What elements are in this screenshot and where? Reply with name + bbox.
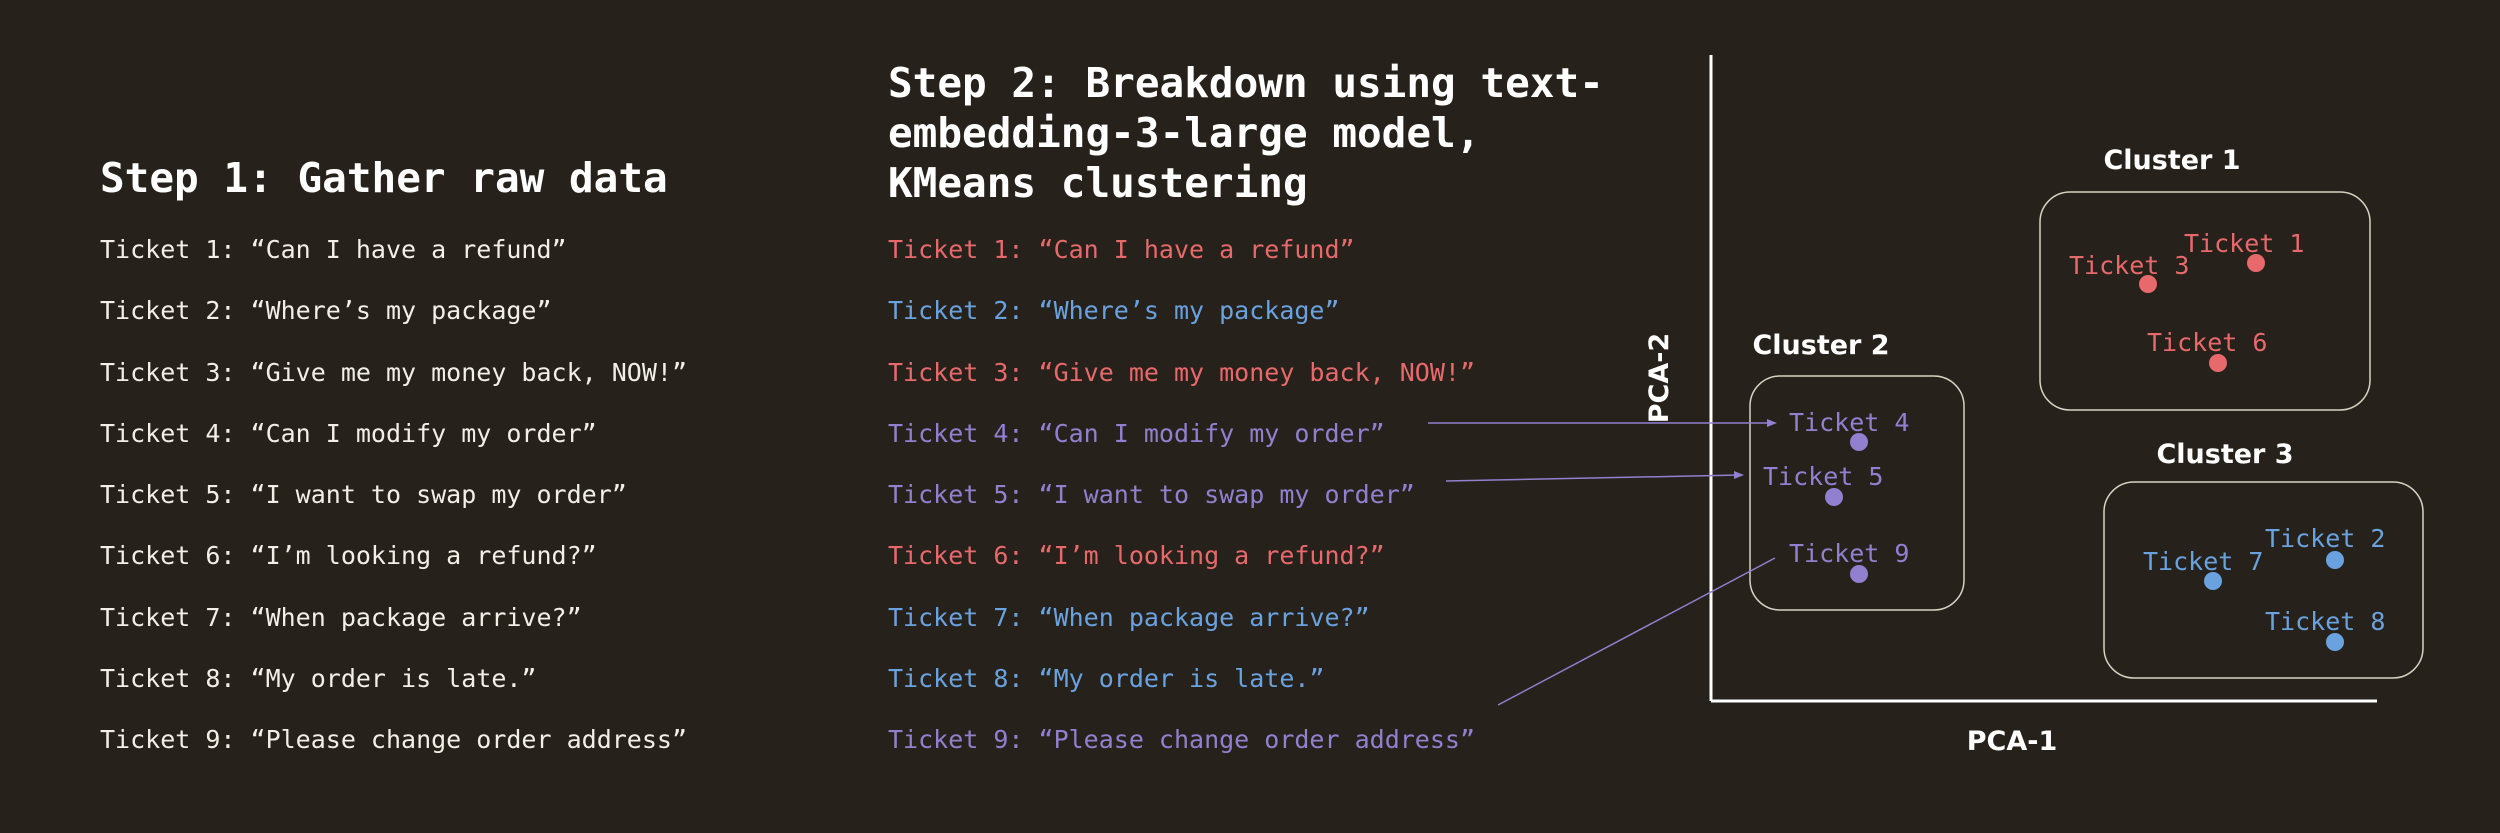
raw-ticket-4: Ticket 4: “Can I modify my order” — [100, 418, 597, 448]
clustered-ticket-2: Ticket 2: “Where’s my package” — [888, 296, 1340, 326]
cluster-2-title: Cluster 2 — [1752, 330, 1889, 361]
point-label-ticket-2: Ticket 2 — [2265, 524, 2385, 553]
point-ticket-7 — [2204, 572, 2222, 590]
cluster-1-title: Cluster 1 — [2103, 145, 2240, 176]
arrowhead-ticket-5 — [1734, 471, 1744, 479]
raw-ticket-2: Ticket 2: “Where’s my package” — [100, 296, 552, 326]
clustered-ticket-8: Ticket 8: “My order is late.” — [888, 664, 1325, 694]
cluster-3-title: Cluster 3 — [2156, 439, 2293, 470]
clustered-ticket-list: Ticket 1: “Can I have a refund” Ticket 2… — [888, 235, 1475, 787]
clustered-ticket-7: Ticket 7: “When package arrive?” — [888, 602, 1370, 632]
point-ticket-1 — [2247, 254, 2265, 272]
raw-ticket-6: Ticket 6: “I’m looking a refund?” — [100, 541, 597, 571]
point-ticket-6 — [2209, 354, 2227, 372]
point-ticket-9 — [1850, 565, 1868, 583]
point-ticket-2 — [2326, 551, 2344, 569]
raw-ticket-3: Ticket 3: “Give me my money back, NOW!” — [100, 357, 687, 387]
clustered-ticket-3: Ticket 3: “Give me my money back, NOW!” — [888, 357, 1475, 387]
connector-ticket-9 — [1497, 557, 1776, 706]
raw-ticket-list: Ticket 1: “Can I have a refund” Ticket 2… — [100, 235, 687, 787]
step2-title: Step 2: Breakdown using text-embedding-3… — [888, 59, 1604, 207]
clustered-ticket-1: Ticket 1: “Can I have a refund” — [888, 235, 1355, 264]
clustered-ticket-6: Ticket 6: “I’m looking a refund?” — [888, 541, 1385, 571]
point-label-ticket-4: Ticket 4 — [1789, 408, 1909, 437]
point-label-ticket-5: Ticket 5 — [1763, 462, 1883, 491]
point-ticket-8 — [2326, 633, 2344, 651]
point-label-ticket-6: Ticket 6 — [2147, 328, 2267, 357]
cluster-1-box — [2039, 191, 2371, 411]
clustered-ticket-4: Ticket 4: “Can I modify my order” — [888, 418, 1385, 448]
point-ticket-4 — [1850, 433, 1868, 451]
point-ticket-5 — [1825, 488, 1843, 506]
arrowhead-ticket-4 — [1767, 419, 1777, 427]
raw-ticket-7: Ticket 7: “When package arrive?” — [100, 602, 582, 632]
point-label-ticket-9: Ticket 9 — [1789, 539, 1909, 568]
cluster-2-box — [1749, 375, 1965, 611]
step1-title: Step 1: Gather raw data — [100, 154, 668, 202]
clustered-ticket-5: Ticket 5: “I want to swap my order” — [888, 480, 1415, 510]
point-label-ticket-1: Ticket 1 — [2184, 229, 2304, 258]
point-label-ticket-3: Ticket 3 — [2069, 251, 2189, 280]
point-ticket-3 — [2139, 275, 2157, 293]
raw-ticket-9: Ticket 9: “Please change order address” — [100, 725, 687, 755]
raw-ticket-8: Ticket 8: “My order is late.” — [100, 664, 537, 694]
raw-ticket-5: Ticket 5: “I want to swap my order” — [100, 480, 627, 510]
point-label-ticket-8: Ticket 8 — [2265, 607, 2385, 636]
connector-ticket-5 — [1445, 474, 1741, 482]
point-label-ticket-7: Ticket 7 — [2143, 547, 2263, 576]
y-axis-label: PCA-2 — [1644, 333, 1675, 424]
x-axis-label: PCA-1 — [1967, 726, 2058, 757]
cluster-3-box — [2103, 481, 2424, 679]
clustered-ticket-9: Ticket 9: “Please change order address” — [888, 725, 1475, 755]
raw-ticket-1: Ticket 1: “Can I have a refund” — [100, 235, 567, 264]
